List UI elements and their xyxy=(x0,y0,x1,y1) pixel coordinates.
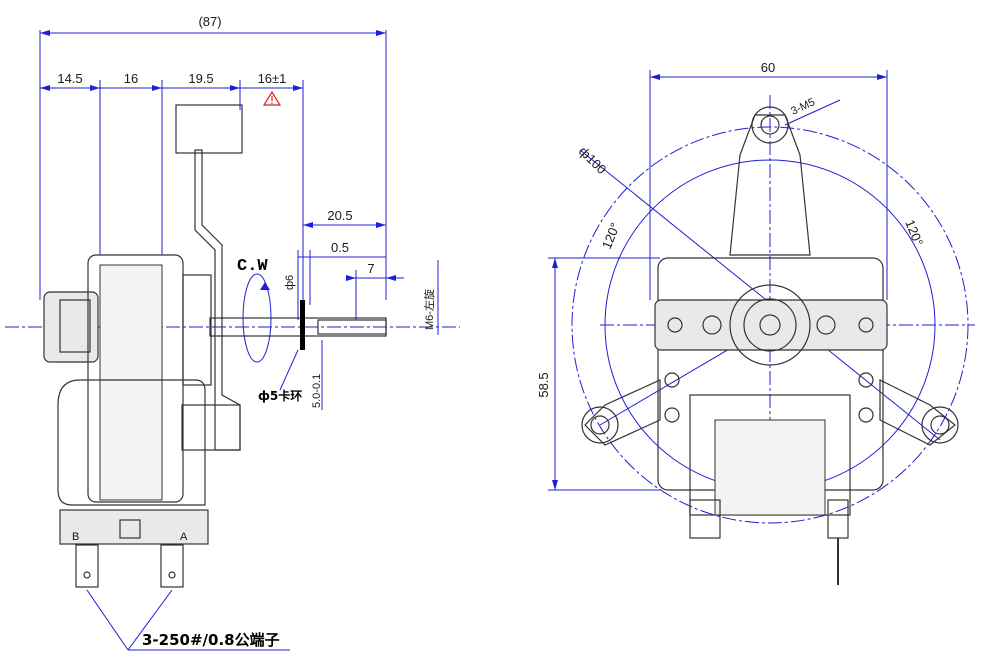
terminal-centre xyxy=(119,519,141,539)
arrow-icon xyxy=(90,85,100,91)
terminal-pin-2 xyxy=(160,544,184,588)
left-mount-boss xyxy=(581,406,619,444)
mount-arm-bottom xyxy=(181,404,241,451)
right-mount-boss xyxy=(921,406,959,444)
arrow-icon xyxy=(293,85,303,91)
terminal-label-a: A xyxy=(180,531,188,543)
lead-left xyxy=(689,499,721,539)
coil-housing xyxy=(57,379,206,506)
angle-right: 120° xyxy=(902,218,926,249)
arrow-icon xyxy=(877,74,887,80)
arrow-icon xyxy=(386,275,396,281)
clip-leader xyxy=(279,349,299,391)
rotation-ellipse xyxy=(242,273,272,363)
arrow-icon xyxy=(40,30,50,36)
rotation-arrow-icon xyxy=(260,282,270,290)
mount-hole-icon xyxy=(930,415,950,435)
dim-height: 58.5 xyxy=(536,372,551,397)
arrow-icon xyxy=(40,85,50,91)
diag-line-1 xyxy=(579,149,941,441)
arrow-icon xyxy=(552,258,558,268)
arrow-icon xyxy=(152,85,162,91)
pin-hole-icon xyxy=(168,571,176,579)
screw-icon xyxy=(816,315,836,335)
arrow-icon xyxy=(346,275,356,281)
angle-left: 120° xyxy=(599,221,623,252)
rivet-icon xyxy=(858,372,874,388)
terminal-leader-1 xyxy=(86,589,129,651)
arrow-icon xyxy=(376,30,386,36)
shaft-end-icon xyxy=(759,314,781,336)
lead-right xyxy=(827,499,849,539)
rotation-direction: C.W xyxy=(237,257,268,276)
screw-icon xyxy=(667,317,683,333)
arrow-icon xyxy=(552,480,558,490)
rivet-icon xyxy=(664,372,680,388)
bearing-ring xyxy=(743,298,797,352)
terminal-pin-1 xyxy=(75,544,99,588)
shaft-diameter: ф6 xyxy=(284,275,296,290)
dim-20-5: 20.5 xyxy=(327,208,352,223)
clip-note: ф5卡环 xyxy=(258,388,302,403)
arrow-icon xyxy=(230,85,240,91)
dim-16-tol: 16±1 xyxy=(258,71,287,86)
rivet-icon xyxy=(664,407,680,423)
dim-16: 16 xyxy=(124,71,138,86)
mount-hole-icon xyxy=(590,415,610,435)
terminal-leader-2 xyxy=(127,589,173,651)
front-bearing-plate xyxy=(182,274,212,386)
arrow-icon xyxy=(376,222,386,228)
mount-arm-top xyxy=(175,104,243,154)
stator-core xyxy=(99,264,163,501)
front-view: 60 58.5 ф100 120° 120° 3-M5 xyxy=(536,60,975,585)
mount-hole-icon xyxy=(760,115,780,135)
left-mount-arm xyxy=(584,379,661,446)
dim-width: 60 xyxy=(761,60,775,75)
rivet-icon xyxy=(858,407,874,423)
right-mount-arm xyxy=(879,379,956,446)
threaded-tip xyxy=(317,319,387,335)
pin-hole-icon xyxy=(83,571,91,579)
top-mount-boss xyxy=(751,106,789,144)
rear-bearing xyxy=(59,299,91,353)
bearing-bracket xyxy=(654,299,888,351)
side-view: (87) 14.5 16 19.5 16±1 20.5 0.5 xyxy=(5,14,460,651)
screw-icon xyxy=(702,315,722,335)
dim-14-5: 14.5 xyxy=(57,71,82,86)
warning-triangle-icon xyxy=(262,90,282,106)
dim-19-5: 19.5 xyxy=(188,71,213,86)
terminal-label-b: B xyxy=(72,531,79,543)
terminal-note: 3-250#/0.8公端子 xyxy=(142,631,280,649)
dim-7: 7 xyxy=(367,261,374,276)
screw-icon xyxy=(858,317,874,333)
dim-pcd: ф100 xyxy=(576,144,610,178)
rear-bearing-cap xyxy=(43,291,99,363)
retaining-clip xyxy=(300,300,305,350)
holes-spec: 3-M5 xyxy=(789,96,817,117)
holes-leader xyxy=(784,99,841,126)
clip-position: 5.0-0.1 xyxy=(311,374,323,408)
coil-winding xyxy=(714,419,826,516)
bearing-housing xyxy=(729,284,811,366)
arrow-icon xyxy=(650,74,660,80)
thread-spec: M6-左旋 xyxy=(422,289,436,330)
dim-overall: (87) xyxy=(198,14,221,29)
dim-0-5: 0.5 xyxy=(331,240,349,255)
arrow-icon xyxy=(303,222,313,228)
